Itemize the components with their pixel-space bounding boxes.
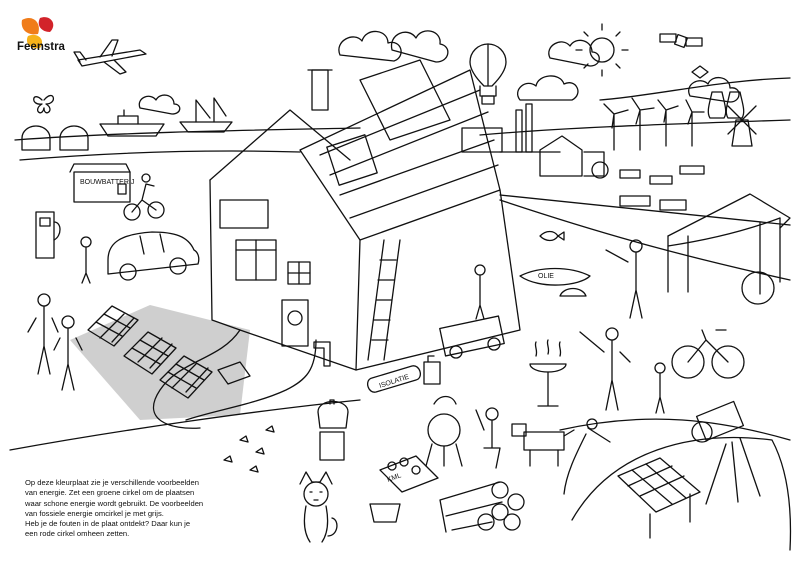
firewood-pile [439, 481, 525, 533]
sun-icon [575, 23, 629, 77]
gas-can [423, 355, 441, 385]
fish [539, 230, 565, 242]
traffic-on-road [619, 165, 705, 211]
barbecue-icon [529, 339, 567, 407]
cloud [390, 30, 449, 63]
butterfly-icon [33, 94, 54, 114]
feenstra-logo-icon [21, 17, 54, 49]
robot-dog [511, 423, 575, 467]
house [209, 59, 521, 371]
caption-line: Heb je de fouten in de plaat ontdekt? Da… [25, 519, 191, 529]
caption-line: van fossiele energie omcirkel je met gri… [25, 508, 164, 518]
wind-turbine-icon [603, 97, 705, 151]
instructions-caption: Op deze kleurplaat zie je verschillende … [25, 478, 285, 540]
person [475, 407, 501, 469]
sailing-ship [179, 97, 233, 133]
solar-panel-icon [87, 305, 213, 399]
person [53, 315, 83, 391]
person [563, 418, 611, 495]
farm-house [539, 135, 609, 179]
person [654, 362, 666, 414]
cloud [138, 94, 181, 115]
caption-line: van energie. Zet een groene cirkel om de… [25, 488, 195, 498]
hot-air-balloon-icon [469, 43, 507, 105]
leaves [223, 425, 275, 473]
bicycle-icon [123, 173, 165, 221]
generator [439, 315, 505, 359]
bicycle-icon [671, 329, 745, 379]
oil-label: OLIE [538, 273, 554, 280]
factory [461, 65, 745, 153]
oil-spill [519, 267, 591, 297]
caption-line: een rode cirkel omheen zetten. [25, 529, 130, 539]
heat-pump [281, 299, 309, 347]
charging-station [69, 163, 131, 203]
ship [99, 109, 165, 137]
bucket [369, 503, 401, 523]
cloud [688, 77, 740, 103]
hose [152, 329, 317, 429]
cat-icon [299, 471, 338, 543]
solar-field-shadow [70, 305, 250, 420]
charging-station-label: BOUWBATTERIJ [80, 179, 134, 186]
crate [379, 455, 439, 493]
solar-panel-icon [617, 457, 701, 539]
gazebo [667, 193, 791, 305]
person [474, 264, 486, 320]
crate-label: KML [386, 472, 402, 484]
insulation-label: ISOLATIE [378, 374, 410, 390]
person [605, 239, 643, 319]
cloud [517, 75, 579, 101]
spotlight [691, 400, 761, 505]
silo [21, 125, 89, 151]
car-icon [107, 231, 200, 281]
windmill-icon [727, 105, 757, 147]
caption-line: Op deze kleurplaat zie je verschillende … [25, 478, 199, 487]
person [579, 327, 631, 411]
power-strip [217, 361, 251, 385]
fuel-pump [35, 211, 61, 259]
person [27, 293, 59, 375]
airplane-icon [73, 39, 147, 75]
brand-name: Feenstra [17, 41, 65, 53]
insulation-roll [366, 365, 422, 393]
satellite-icon [659, 33, 703, 49]
person [80, 236, 92, 284]
caption-line: waar schone energie wordt gebruikt. De v… [25, 498, 204, 508]
kettle [317, 399, 349, 461]
barbecue-icon [425, 395, 463, 467]
hill [571, 437, 792, 551]
tap [313, 341, 331, 367]
